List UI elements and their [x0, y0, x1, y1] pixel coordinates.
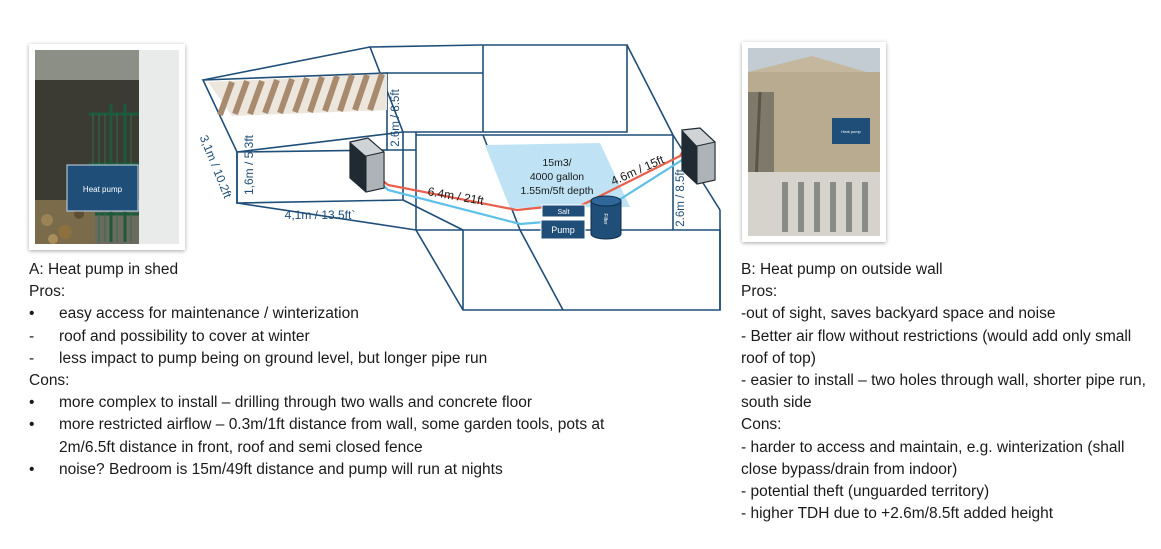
option-b-con: - potential theft (unguarded territory): [741, 483, 990, 501]
salt-cell: [541, 204, 586, 218]
option-a-pro: less impact to pump being on ground leve…: [29, 348, 649, 370]
pool-gallons: 4000 gallon: [530, 171, 584, 183]
pump-box: [540, 219, 586, 240]
pipe-length-wall: 4.6m / 15ft: [609, 152, 667, 188]
filter-tank: [590, 195, 622, 240]
shed-height-dimension: 1,6m / 5.3ft: [242, 134, 256, 195]
option-b-text: B: Heat pump on outside wall Pros: -out …: [741, 259, 1146, 525]
salt-label: Salt: [557, 209, 569, 216]
option-b-title: B: Heat pump on outside wall: [741, 261, 943, 278]
pipe-length-shed: 6.4m / 21ft: [427, 184, 486, 208]
photo-heat-pump-on-wall: Heat pump: [742, 42, 886, 242]
heat-pump-wall-unit: [681, 127, 716, 185]
wall-height-dimension-left: 2.6m / 8.5ft: [390, 88, 402, 146]
heat-pump-label-small: Heat pump: [841, 129, 861, 134]
pump-label: Pump: [551, 225, 575, 235]
option-b-con: - harder to access and maintain, e.g. wi…: [741, 438, 1125, 478]
pool-depth: 1.55m/5ft depth: [521, 185, 594, 197]
option-a-con: noise? Bedroom is 15m/49ft distance and …: [29, 459, 649, 481]
pool-volume: 15m3/: [542, 157, 571, 169]
shed-depth-dimension: 3,1m / 10.2ft: [197, 133, 235, 201]
shed-photo-image: Heat pump: [35, 50, 179, 244]
heat-pump-label: Heat pump: [83, 185, 123, 194]
option-a-con: more restricted airflow – 0.3m/1ft dista…: [29, 414, 639, 458]
structure-frame: [201, 44, 721, 311]
wall-height-dimension-right: 2.6m / 8.5ft: [675, 168, 687, 226]
shed-roof-slats: [208, 73, 387, 117]
option-a-con: more complex to install – drilling throu…: [29, 392, 611, 414]
shed-width-dimension: 4,1m / 13.5ft`: [285, 208, 356, 222]
option-a-text: A: Heat pump in shed Pros: easy access f…: [29, 259, 649, 481]
option-a-pros-heading: Pros:: [29, 283, 66, 301]
option-b-con: - higher TDH due to +2.6m/8.5ft added he…: [741, 505, 1054, 523]
option-b-pro: - Better air flow without restrictions (…: [741, 327, 1132, 367]
option-b-pros-heading: Pros:: [741, 283, 778, 301]
filter-label: Filter: [602, 213, 608, 224]
option-a-pro: easy access for maintenance / winterizat…: [29, 303, 649, 325]
option-b-pro: - easier to install – two holes through …: [741, 372, 1146, 412]
photo-heat-pump-in-shed: Heat pump: [29, 44, 185, 250]
option-a-pro: roof and possibility to cover at winter: [29, 326, 649, 348]
wall-photo-image: Heat pump: [748, 48, 880, 236]
option-b-cons-heading: Cons:: [741, 416, 782, 434]
option-a-title: A: Heat pump in shed: [29, 261, 179, 278]
pool-surface: [485, 143, 630, 208]
option-b-pro: -out of sight, saves backyard space and …: [741, 305, 1056, 323]
option-a-cons-heading: Cons:: [29, 372, 70, 390]
heat-pump-shed-unit: [349, 137, 385, 193]
